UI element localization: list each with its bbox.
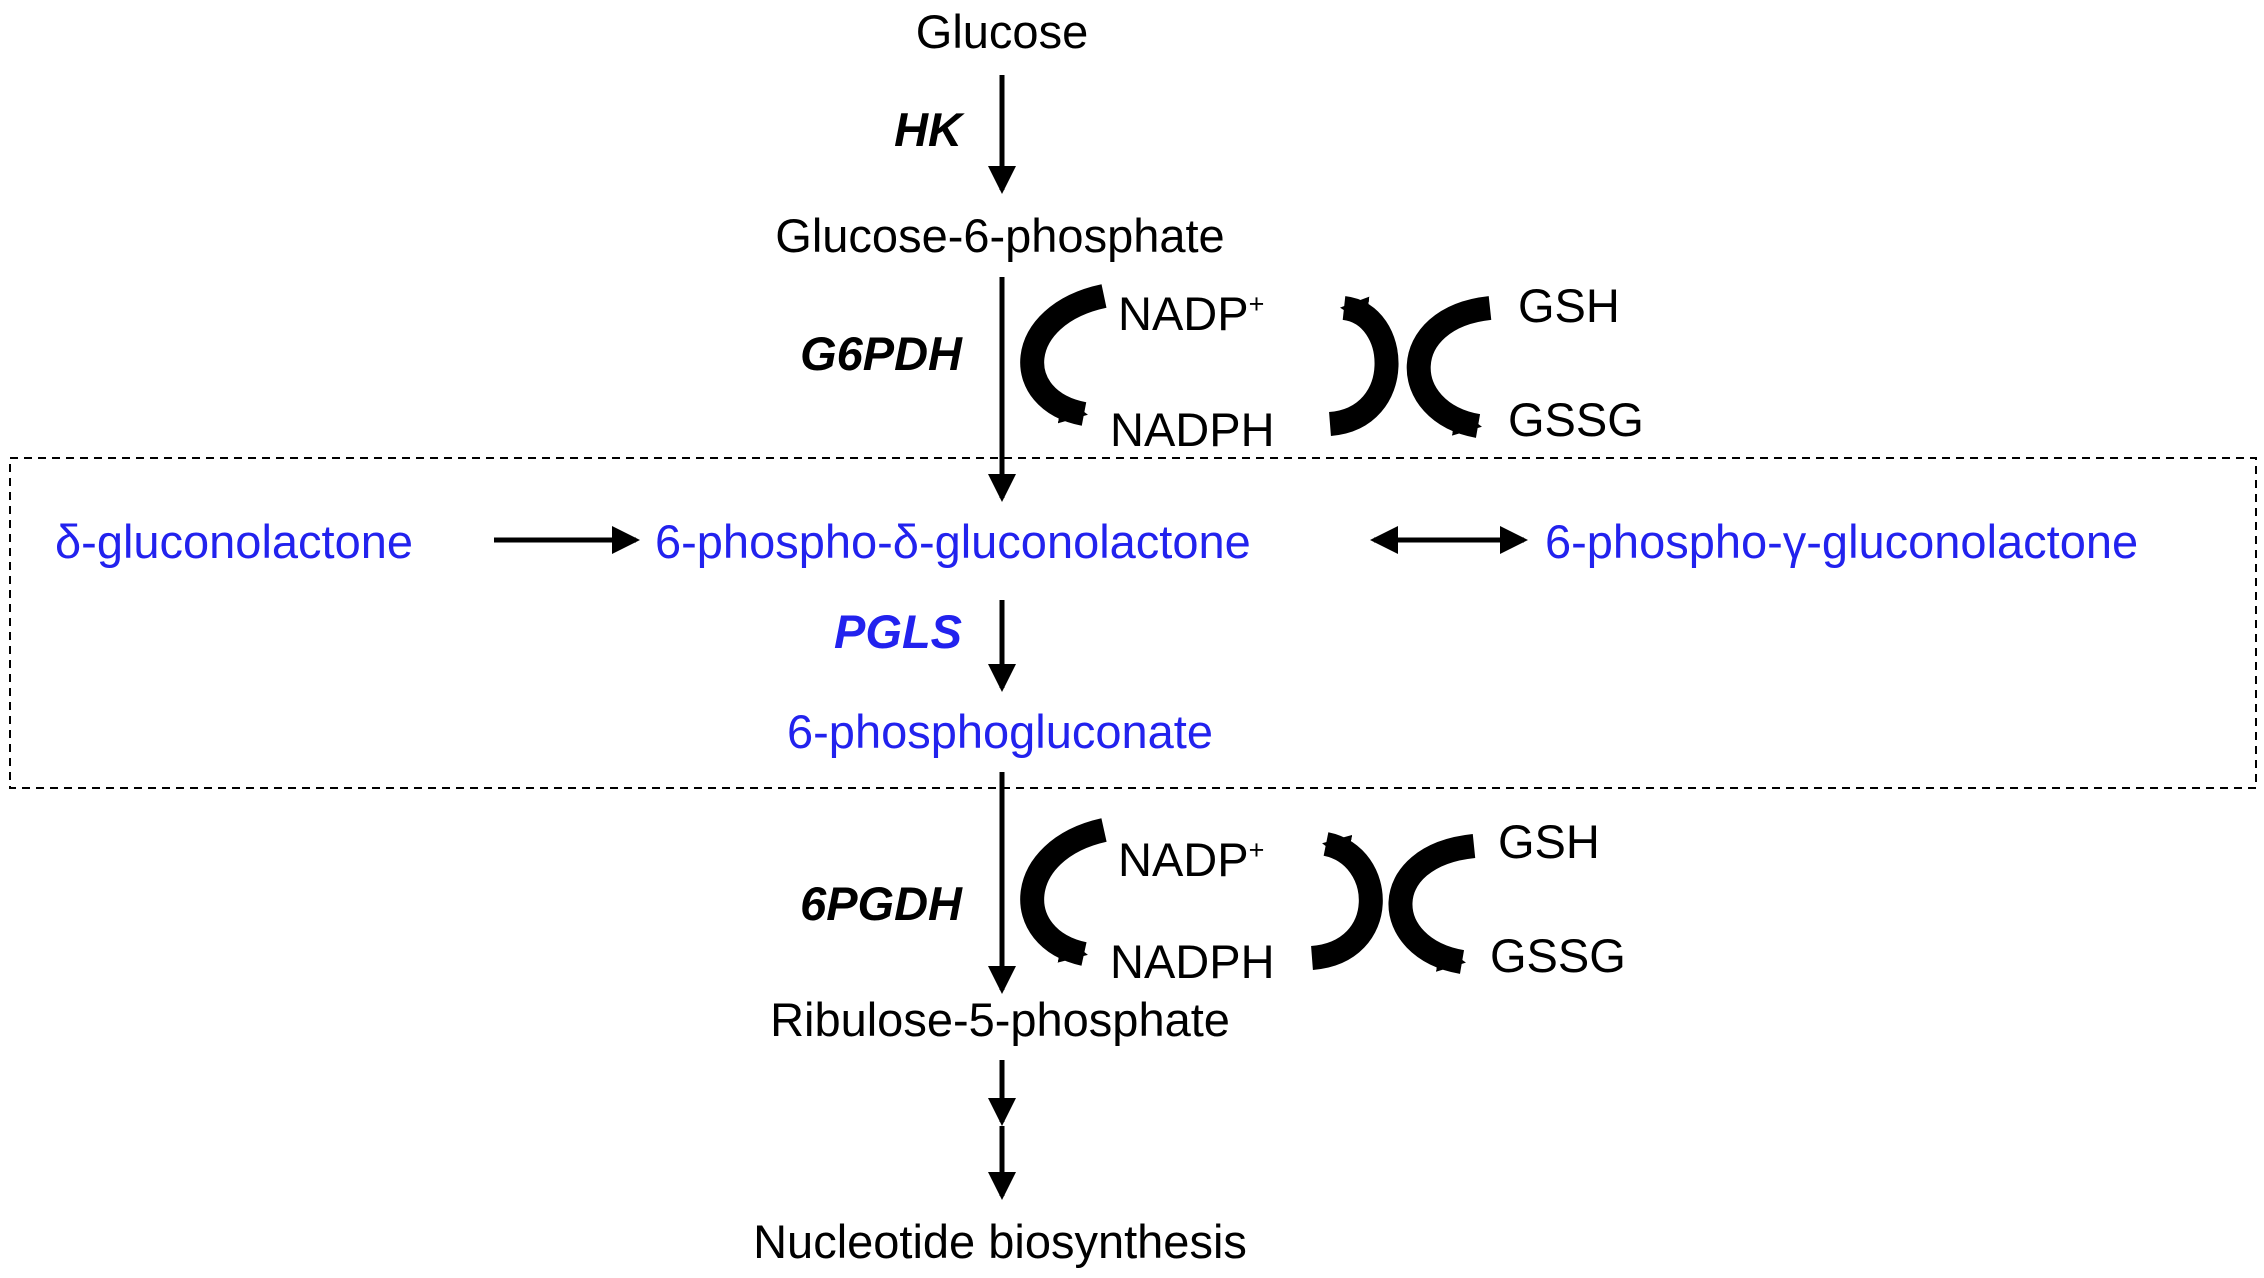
glucose-6-phosphate-label: Glucose-6-phosphate: [775, 209, 1225, 262]
nadp-reduction-curve-2: [1020, 818, 1108, 966]
enzyme-g6pdh-label: G6PDH: [800, 327, 962, 380]
phospho-delta-gluconolactone-label: 6-phospho-δ-gluconolactone: [655, 515, 1251, 568]
nadp-charge-1: +: [1248, 289, 1265, 319]
phospho-gamma-gluconolactone-label: 6-phospho-γ-gluconolactone: [1545, 515, 2139, 568]
nadph-oxidation-curve-2: [1310, 832, 1383, 970]
gsh-label-1: GSH: [1518, 279, 1620, 332]
delta-gluconolactone-label: δ-gluconolactone: [55, 515, 414, 568]
phosphogluconate-label: 6-phosphogluconate: [787, 705, 1213, 758]
nadp-reduction-curve-1: [1020, 284, 1107, 426]
nadph-oxidation-curve-1: [1328, 296, 1399, 436]
nadp-plus-label-2: NADP+: [1118, 836, 1264, 883]
nadph-label-2: NADPH: [1110, 935, 1275, 988]
gssg-label-2: GSSG: [1490, 929, 1626, 982]
gsh-oxidation-curve-1: [1406, 296, 1492, 438]
gluconolactone-highlight-box: [9, 457, 2257, 789]
nucleotide-biosynthesis-label: Nucleotide biosynthesis: [753, 1215, 1247, 1268]
nadp-plus-label-1: NADP+: [1118, 290, 1264, 337]
enzyme-6pgdh-label: 6PGDH: [800, 877, 962, 930]
gsh-label-2: GSH: [1498, 815, 1600, 868]
gssg-label-1: GSSG: [1508, 393, 1644, 446]
nadp-base-2: NADP: [1118, 833, 1249, 886]
nadp-charge-2: +: [1248, 835, 1265, 865]
enzyme-pgls-label: PGLS: [834, 605, 962, 658]
nadph-label-1: NADPH: [1110, 403, 1275, 456]
gsh-oxidation-curve-2: [1388, 834, 1476, 974]
enzyme-hk-label: HK: [894, 103, 962, 156]
glucose-label: Glucose: [915, 5, 1089, 58]
nadp-base-1: NADP: [1118, 287, 1249, 340]
ribulose-5-phosphate-label: Ribulose-5-phosphate: [770, 993, 1230, 1046]
